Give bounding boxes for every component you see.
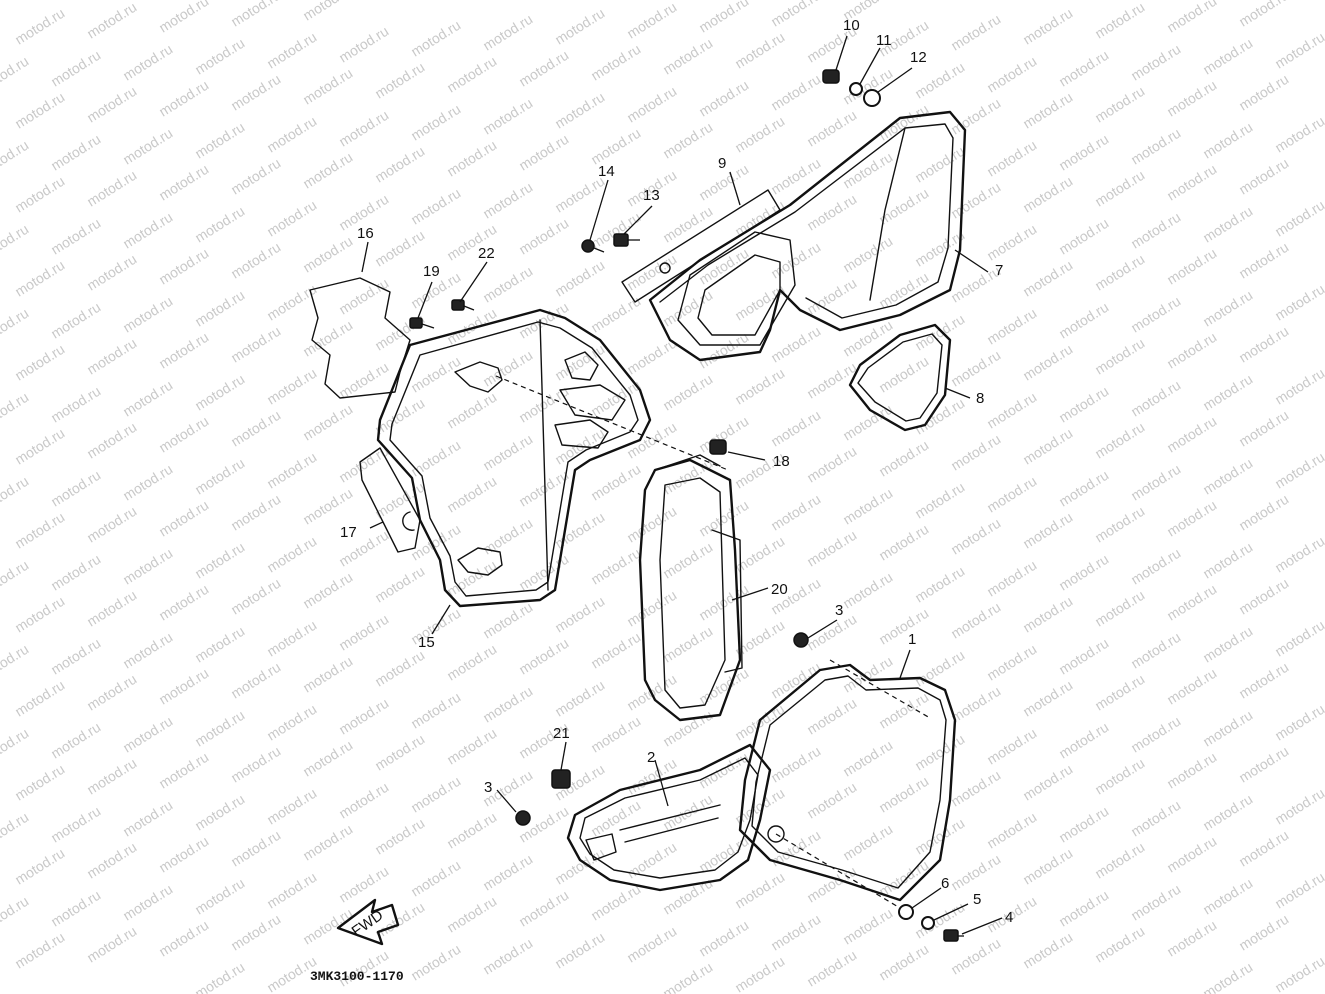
fastener-21 bbox=[551, 769, 571, 789]
fastener-5 bbox=[921, 916, 935, 930]
fastener-19 bbox=[409, 317, 435, 329]
callout-14: 14 bbox=[598, 163, 615, 180]
callout-10: 10 bbox=[843, 17, 860, 34]
callout-7: 7 bbox=[995, 262, 1003, 279]
callout-4: 4 bbox=[1005, 909, 1013, 926]
fwd-label: FWD bbox=[349, 907, 387, 941]
fastener-22 bbox=[451, 299, 475, 311]
callout-9: 9 bbox=[718, 155, 726, 172]
callout-6: 6 bbox=[941, 875, 949, 892]
callout-8: 8 bbox=[976, 390, 984, 407]
fwd-arrow: FWD bbox=[336, 898, 400, 946]
fastener-6 bbox=[898, 904, 914, 920]
callout-18: 18 bbox=[773, 453, 790, 470]
callout-19: 19 bbox=[423, 263, 440, 280]
part-17-sheet bbox=[359, 447, 421, 553]
callout-11: 11 bbox=[876, 32, 892, 49]
part-16-label-sheet bbox=[309, 277, 411, 399]
callout-15: 15 bbox=[418, 634, 435, 651]
callout-17: 17 bbox=[340, 524, 357, 541]
callout-5: 5 bbox=[973, 891, 981, 908]
leader-lines bbox=[361, 35, 1003, 935]
fastener-11 bbox=[849, 82, 863, 96]
fastener-13 bbox=[613, 233, 640, 247]
callout-13: 13 bbox=[643, 187, 660, 204]
callout-20: 20 bbox=[771, 581, 788, 598]
fastener-14 bbox=[581, 239, 605, 253]
fastener-10 bbox=[822, 69, 840, 84]
callout-21: 21 bbox=[553, 725, 570, 742]
callout-2: 2 bbox=[647, 749, 655, 766]
part-20-duct bbox=[638, 454, 743, 722]
fastener-3-upper bbox=[793, 632, 809, 648]
callout-12: 12 bbox=[910, 49, 927, 66]
callout-16: 16 bbox=[357, 225, 374, 242]
fastener-18 bbox=[709, 439, 727, 455]
callout-22: 22 bbox=[478, 245, 495, 262]
callout-1: 1 bbox=[908, 631, 916, 648]
callout-labels: 1 2 3 3 4 5 6 7 8 9 10 11 12 13 14 15 16… bbox=[340, 17, 1013, 926]
callout-3-lower: 3 bbox=[484, 779, 492, 796]
part-9-seal-strip bbox=[621, 189, 781, 303]
part-2-lower-cover bbox=[566, 743, 772, 892]
part-1-side-cover bbox=[738, 663, 957, 902]
callout-3-upper: 3 bbox=[835, 602, 843, 619]
part-8-rubber-seal bbox=[848, 323, 952, 432]
part-15-side-cover bbox=[376, 308, 652, 608]
diagram-code: 3MK3100-1170 bbox=[310, 969, 404, 984]
fastener-12 bbox=[863, 89, 881, 107]
part-7-side-cover bbox=[648, 110, 967, 362]
fastener-4 bbox=[943, 929, 964, 942]
fastener-3-lower bbox=[515, 810, 531, 826]
